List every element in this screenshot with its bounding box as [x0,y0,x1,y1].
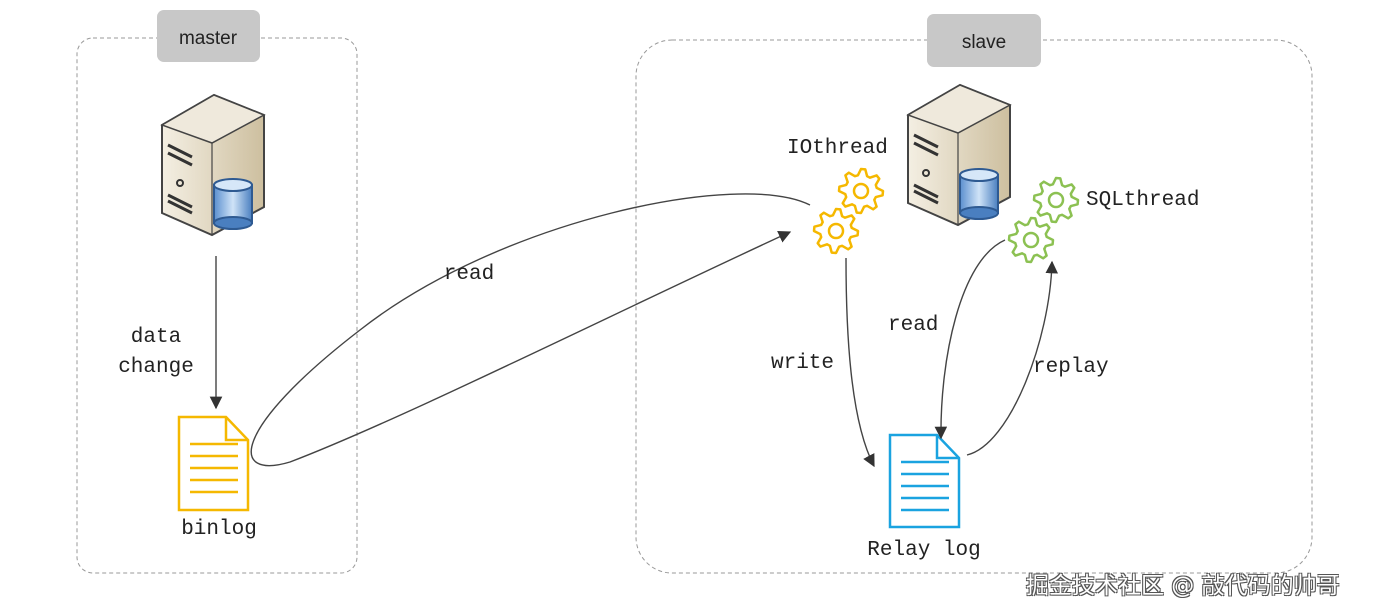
slave-tag: slave [927,14,1041,67]
gear-icon [837,167,885,215]
master-label: master [179,28,238,49]
write-arrow [845,257,875,468]
master-tag: master [157,10,260,62]
io-thread-label: IOthread [787,137,888,160]
write-label: write [771,352,834,375]
read-relay-label: read [888,314,938,337]
data-label: data [131,326,181,349]
sql-thread-label: SQLthread [1086,189,1199,212]
read-binlog-label: read [444,263,494,286]
master-frame [76,37,358,574]
binlog-file-icon [177,415,250,512]
replay-label: replay [1033,356,1109,379]
read-relay-arrow [934,239,1006,440]
relay-log-file-icon [888,433,961,529]
replay-arrow [966,260,1059,456]
change-label: change [118,356,194,379]
binlog-label: binlog [181,518,257,541]
slave-server-icon [906,83,1012,227]
read-binlog-curve [250,193,811,467]
master-server-icon [160,93,266,237]
slave-label: slave [962,32,1006,53]
sql-thread-gears-icon [1007,176,1080,264]
relay-log-label: Relay log [867,539,980,562]
gear-icon [812,207,860,255]
watermark: 掘金技术社区 @ 敲代码的帅哥 [1026,573,1340,599]
gear-icon [1032,176,1080,224]
io-thread-gears-icon [812,167,885,255]
gear-icon [1007,216,1055,264]
